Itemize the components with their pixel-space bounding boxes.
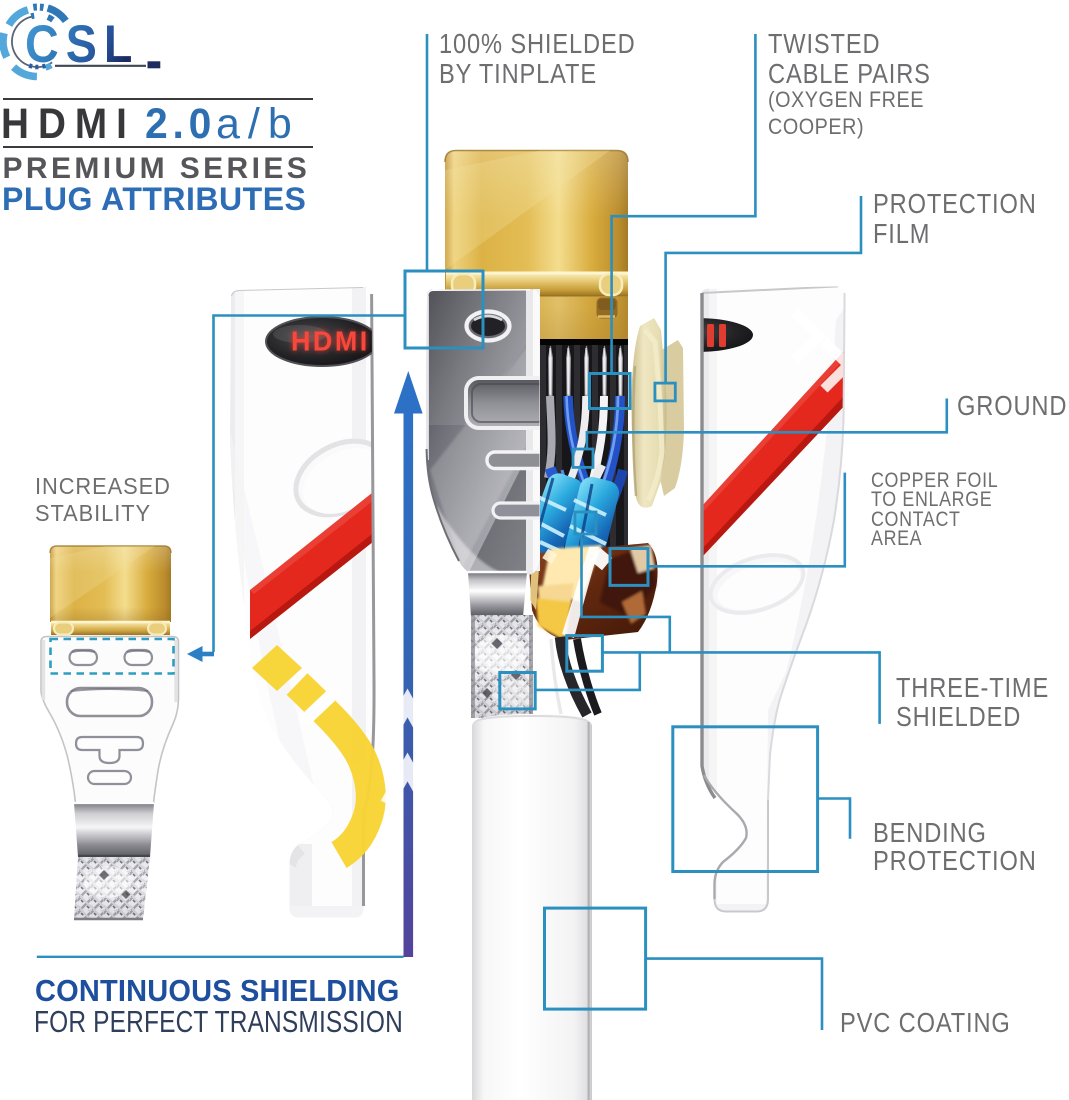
rule-top [2, 97, 313, 100]
left-plug: HDMI HDMI [230, 286, 376, 918]
callout-ground [571, 398, 949, 469]
cable-sections [468, 570, 592, 1100]
callout-copper-foil [608, 472, 847, 587]
watermark-chevrons [380, 688, 435, 808]
brand-logo-text: CSL [25, 14, 139, 73]
product-title: HDMI [1, 100, 136, 148]
protection-film-piece [631, 318, 684, 508]
version-number: 2.0 [145, 100, 217, 148]
version-variant: a/b [216, 100, 300, 148]
callout-pvc [543, 906, 824, 1030]
watermark-j [252, 645, 386, 868]
callout-stability [49, 637, 214, 675]
callout-twisted [588, 34, 757, 410]
callout-tinplate [212, 34, 485, 652]
rule-bottom [2, 145, 313, 148]
callout-bending [671, 725, 852, 873]
small-plug [40, 545, 180, 921]
hdmi-badge-text: HDMI [291, 325, 370, 356]
svg-text:HDMI: HDMI [291, 325, 370, 356]
cutaway-plug [425, 149, 684, 1100]
callout-protection-film [653, 196, 863, 403]
series-title: PREMIUM SERIES [2, 151, 311, 185]
callout-three-time [498, 510, 881, 724]
footer-subline: FOR PERFECT TRANSMISSION [33, 1003, 403, 1039]
footer-headline: CONTINUOUS SHIELDING [35, 972, 400, 1008]
page-title: PLUG ATTRIBUTES [2, 180, 307, 217]
csl-logo: CSL [0, 3, 161, 81]
small-gold-connector [49, 545, 172, 636]
up-arrow [380, 371, 435, 957]
label-pvc: PVC COATING [840, 1006, 1011, 1038]
label-ground: GROUND [957, 390, 1068, 422]
tinplate-shell [425, 289, 540, 575]
